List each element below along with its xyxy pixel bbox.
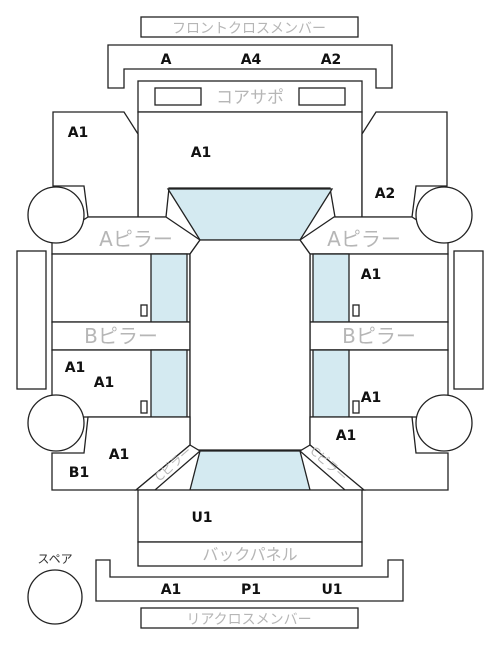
- right-headlight[interactable]: [298, 87, 346, 106]
- front-cross-member-code-1: A: [161, 52, 172, 68]
- back-panel-label: バックパネル: [202, 545, 297, 564]
- left-a-pillar-label: Aピラー: [99, 227, 173, 251]
- rear-cross-member-code-3: U1: [321, 582, 342, 598]
- rear-cross-member-label-box: [140, 607, 359, 629]
- left-rear-door-code-1: A1: [65, 360, 86, 376]
- trunk[interactable]: [137, 489, 363, 543]
- left-rear-wheel[interactable]: [27, 394, 85, 452]
- front-cross-member-label: フロントクロスメンバー: [172, 21, 326, 37]
- left-rear-fender-code-1: A1: [109, 447, 130, 463]
- right-rear-door-code: A1: [361, 390, 382, 406]
- left-front-wheel[interactable]: [27, 186, 85, 244]
- back-panel[interactable]: [137, 541, 363, 567]
- rear-window[interactable]: [189, 450, 311, 491]
- right-front-door-window[interactable]: [312, 253, 350, 323]
- left-front-door-window[interactable]: [150, 253, 188, 323]
- left-b-pillar-label: Bピラー: [84, 324, 158, 348]
- right-b-pillar-label: Bピラー: [342, 324, 416, 348]
- rear-cross-member-bracket[interactable]: [95, 559, 404, 602]
- right-rear-door-handle[interactable]: [352, 400, 360, 414]
- left-rear-fender-code-2: B1: [69, 465, 89, 481]
- rear-cross-member-code-1: A1: [161, 582, 182, 598]
- windshield[interactable]: [166, 188, 334, 241]
- right-side-skirt[interactable]: [453, 250, 484, 390]
- right-b-pillar[interactable]: [309, 321, 449, 351]
- right-rear-wheel[interactable]: [415, 394, 473, 452]
- rear-cross-member-code-2: P1: [241, 582, 261, 598]
- right-front-door-handle[interactable]: [352, 304, 360, 317]
- right-front-wheel[interactable]: [415, 186, 473, 244]
- left-side-skirt[interactable]: [16, 250, 47, 390]
- left-rear-fender[interactable]: [51, 416, 191, 491]
- hood-code: A1: [191, 145, 212, 161]
- right-front-door-code: A1: [361, 267, 382, 283]
- right-front-fender[interactable]: [361, 111, 448, 218]
- left-rear-door-handle[interactable]: [140, 400, 148, 414]
- trunk-code: U1: [191, 510, 212, 526]
- right-rear-door-window[interactable]: [312, 349, 350, 418]
- roof[interactable]: [189, 239, 311, 451]
- core-support-label: コアサポ: [216, 88, 284, 108]
- front-cross-member-label-box: [140, 16, 359, 38]
- front-cross-member-bracket[interactable]: [107, 44, 393, 89]
- right-a-pillar-label: Aピラー: [327, 227, 401, 251]
- rear-cross-member-label: リアクロスメンバー: [186, 612, 311, 628]
- right-rear-fender-code: A1: [336, 428, 357, 444]
- left-rear-door-window[interactable]: [150, 349, 188, 418]
- front-cross-member-code-3: A2: [321, 52, 342, 68]
- left-front-fender-code: A1: [68, 125, 89, 141]
- front-cross-member-code-2: A4: [241, 52, 262, 68]
- left-headlight[interactable]: [154, 87, 202, 106]
- spare-tire-label: スペア: [37, 552, 72, 566]
- left-front-door-handle[interactable]: [140, 304, 148, 317]
- right-front-fender-code: A2: [375, 186, 396, 202]
- left-rear-door-code-2: A1: [94, 375, 115, 391]
- spare-tire[interactable]: [27, 569, 83, 625]
